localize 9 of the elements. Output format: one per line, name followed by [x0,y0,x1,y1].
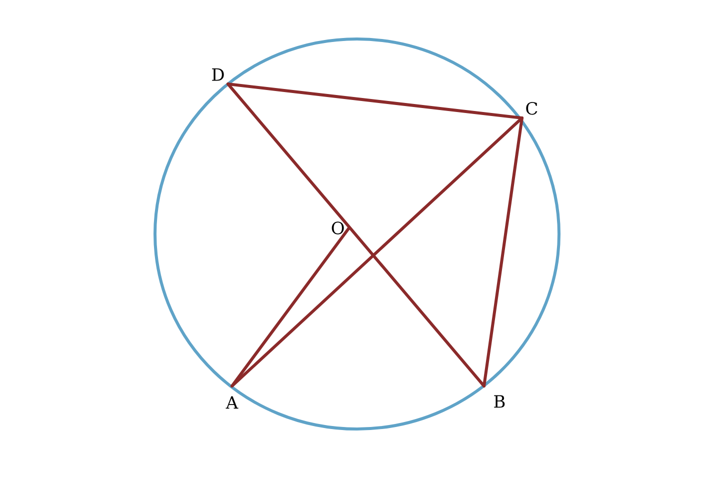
point-label: B [494,395,505,408]
line-segment [226,82,486,388]
point-label: C [526,102,538,115]
line-segment [482,116,524,388]
point-label: D [212,68,224,81]
point-label: A [226,396,238,409]
point-label: O [332,222,344,234]
line-segment [230,116,524,388]
line-segment [226,82,524,120]
